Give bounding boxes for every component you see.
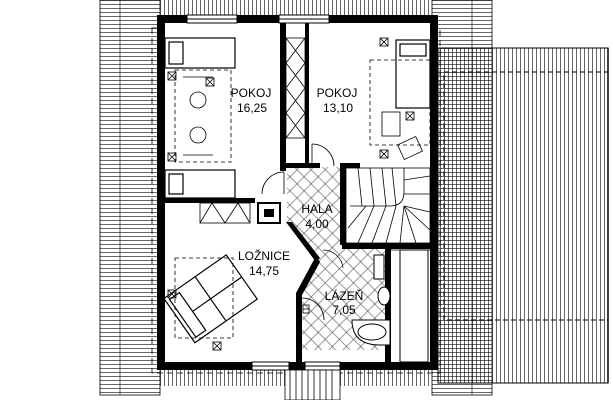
bed-room-2	[395, 39, 431, 109]
wardrobe-top	[285, 37, 306, 139]
room-area-lazen: 7,05	[332, 303, 356, 317]
staircase	[345, 167, 431, 244]
bedroom-nightstands	[167, 289, 222, 351]
bath-accessories	[302, 304, 310, 314]
room-area-hala: 4,00	[305, 217, 329, 231]
roof-left	[99, 0, 161, 396]
doors	[261, 143, 344, 321]
room-area-pokoj-2: 13,10	[323, 101, 353, 115]
room-name-pokoj-2: POKOJ	[317, 86, 358, 100]
room-label-pokoj-1: POKOJ 16,25	[231, 86, 272, 115]
room-name-lazen: LÁZEŇ	[325, 288, 364, 303]
entrance-steps	[284, 369, 341, 400]
room-name-loznice: LOŽNICE	[238, 248, 290, 263]
beds-room-1	[164, 37, 236, 199]
outer-walls	[157, 15, 438, 370]
room-label-lazen: LÁZEŇ 7,05	[325, 288, 364, 317]
room-area-pokoj-1: 16,25	[237, 101, 267, 115]
room-name-pokoj-1: POKOJ	[231, 86, 272, 100]
table-room-1	[167, 69, 232, 163]
balcony-deck	[437, 47, 609, 384]
desk-room-2	[369, 37, 431, 161]
room-label-pokoj-2: POKOJ 13,10	[317, 86, 358, 115]
chimney	[257, 202, 281, 224]
wardrobe-lower	[199, 202, 251, 224]
room-label-loznice: LOŽNICE 14,75	[238, 248, 290, 278]
windows	[186, 14, 341, 371]
room-area-loznice: 14,75	[249, 264, 279, 278]
room-label-hala: HALA 4,00	[301, 202, 332, 231]
room-name-hala: HALA	[301, 202, 332, 216]
bedroom-rugs	[174, 257, 234, 339]
